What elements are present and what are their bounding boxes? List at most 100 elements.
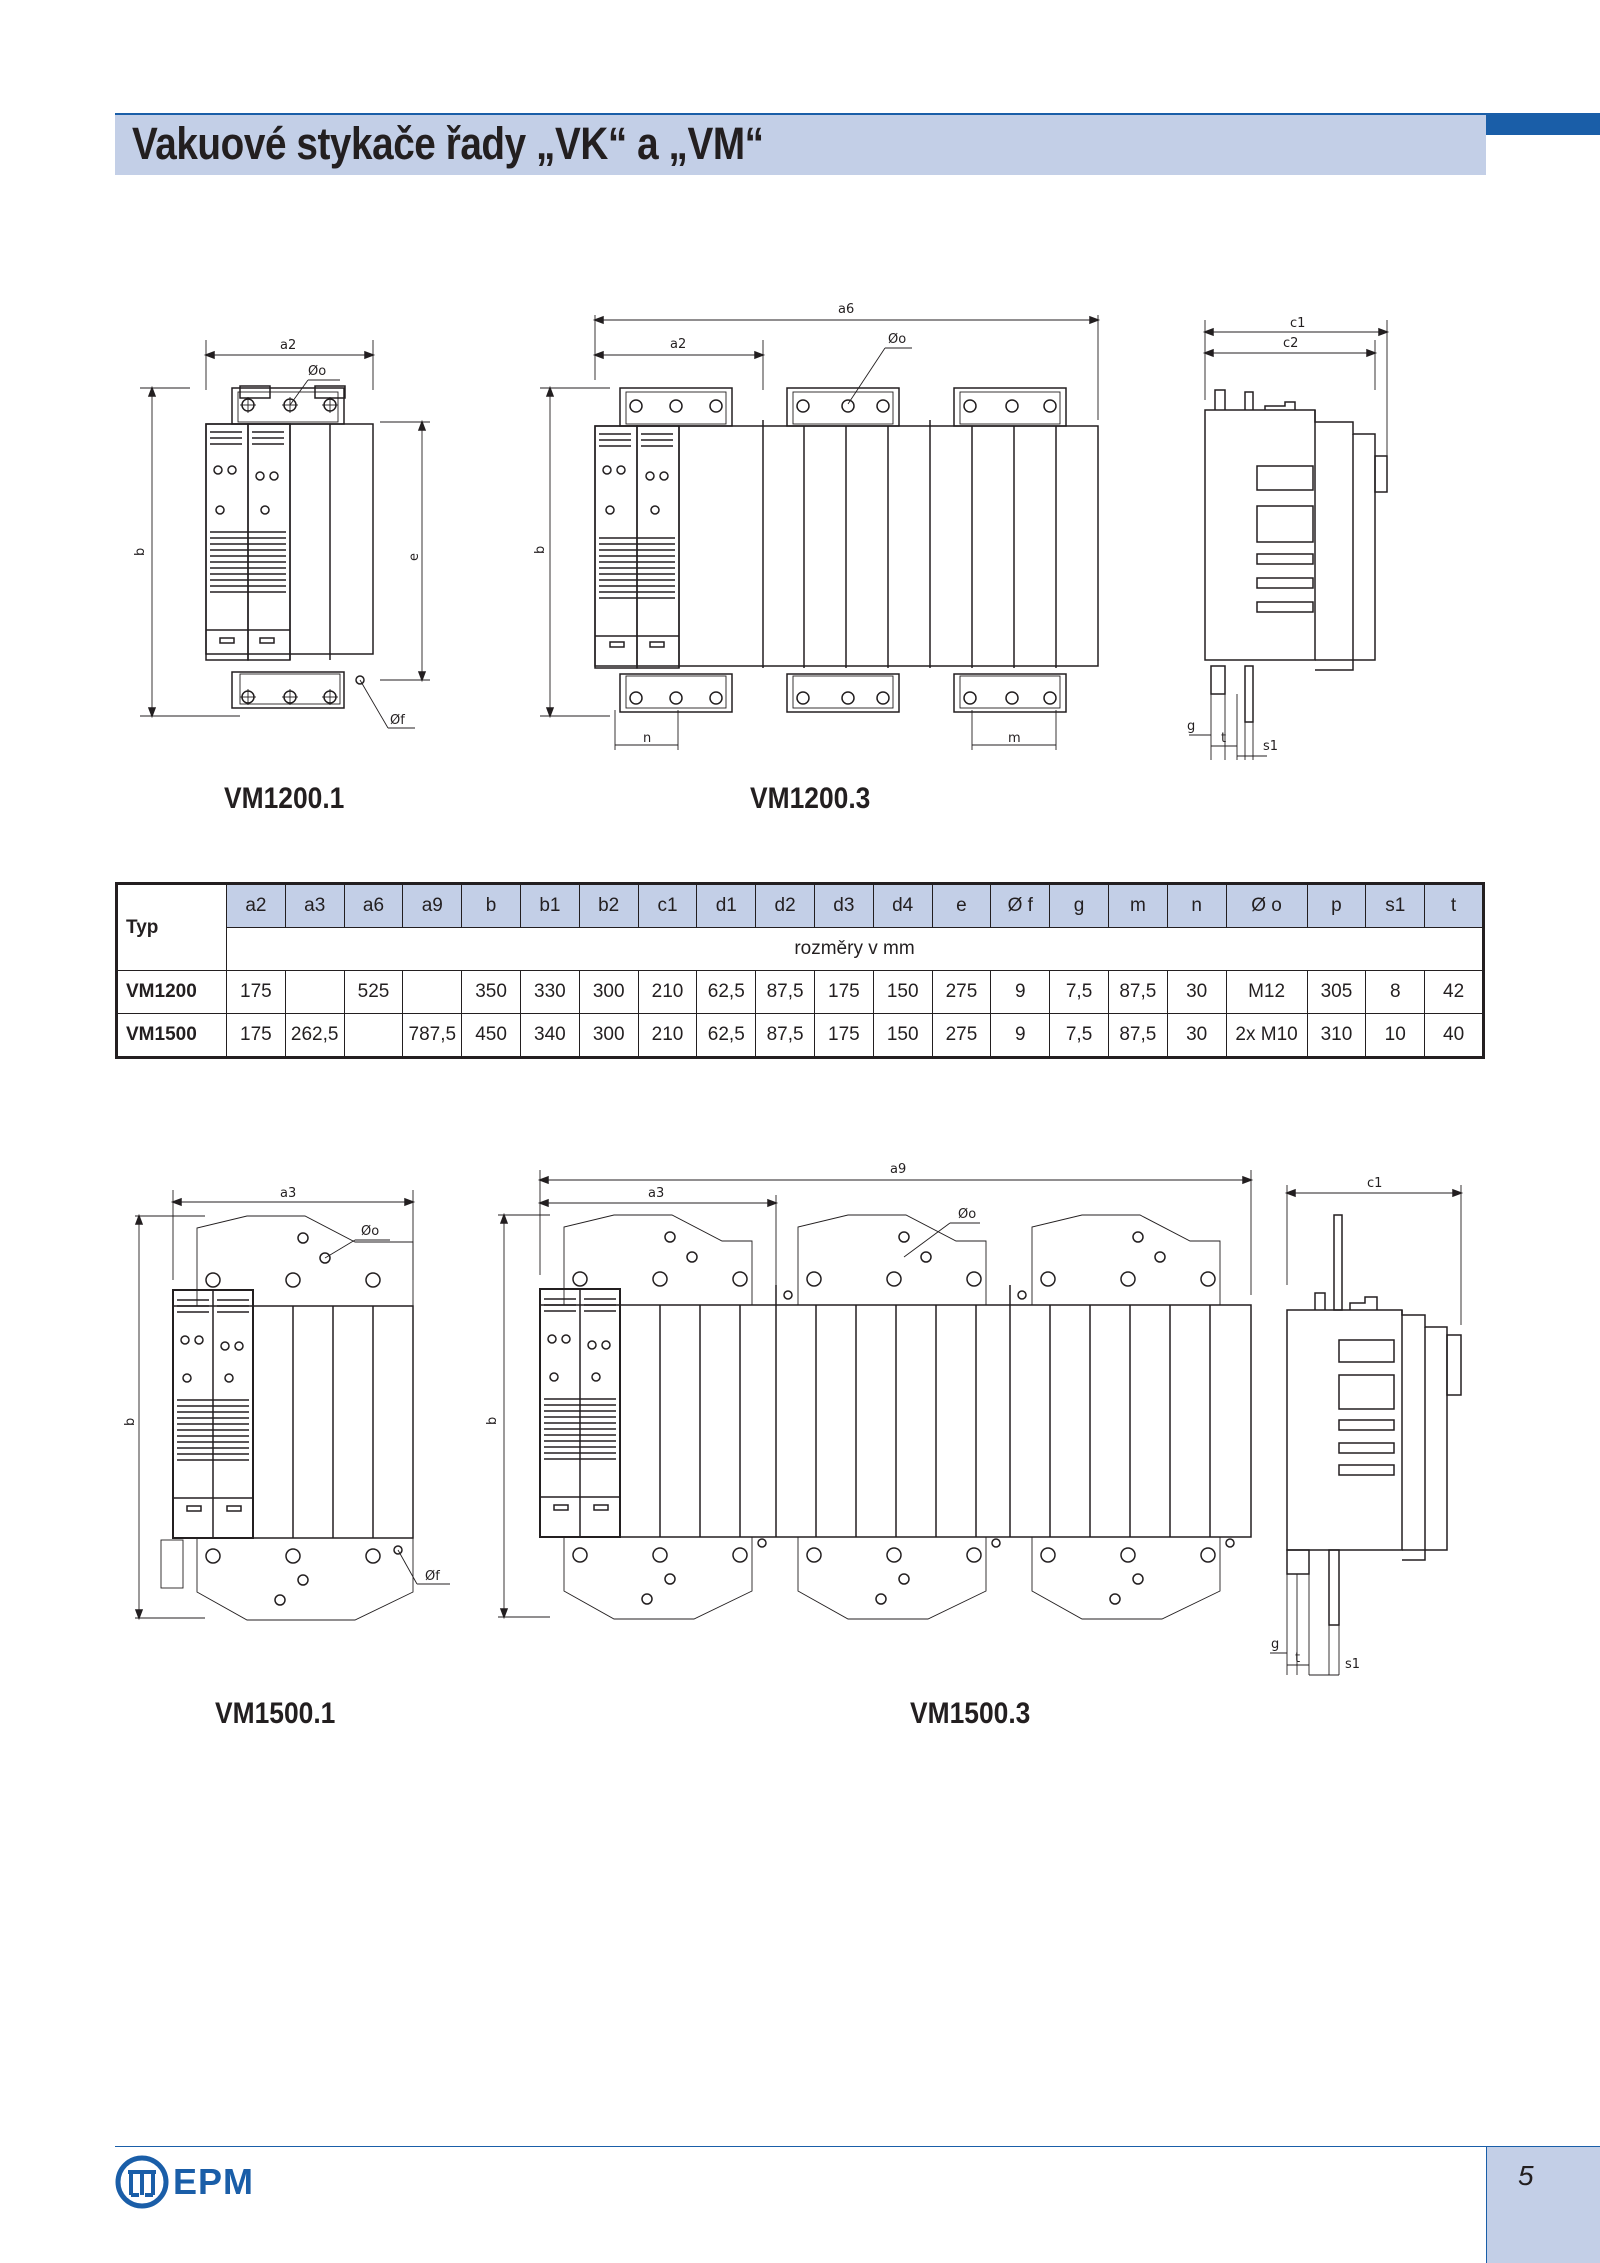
dim-t-label-1500: t: [1295, 1651, 1300, 1666]
table-cell: 87,5: [755, 970, 815, 1014]
footer-rule: [115, 2146, 1486, 2147]
page-title: Vakuové stykače řady „VK“ a „VM“: [132, 118, 764, 169]
table-cell: 30: [1166, 970, 1227, 1014]
dim-m-label: m: [1008, 731, 1021, 746]
vm1200-side-drawing: c1 c2 g t s1: [1187, 316, 1390, 760]
dim-a3-label: a3: [280, 1186, 296, 1201]
table-cell: 9: [990, 970, 1051, 1014]
vm1500-side-drawing: c1 g t s1: [1270, 1176, 1464, 1676]
table-cell: 310: [1306, 1013, 1367, 1058]
vm1500-1-drawing: a3 b Øo Øf: [123, 1186, 450, 1621]
dim-b-label-1500: b: [123, 1418, 138, 1426]
dim-c2-label: c2: [1283, 336, 1298, 351]
table-cell: 7,5: [1049, 970, 1109, 1014]
table-cell: 275: [931, 1013, 992, 1058]
table-cell: 305: [1306, 970, 1367, 1014]
table-cell: 87,5: [1107, 1013, 1168, 1058]
dim-e-label: e: [407, 553, 422, 561]
row-name: VM1200: [116, 970, 227, 1014]
unit-row: rozměry v mm: [117, 927, 1484, 971]
table-cell: 787,5: [402, 1013, 463, 1058]
row-name: VM1500: [116, 1013, 227, 1058]
title-band: [115, 113, 1486, 175]
dim-b-label: b: [133, 548, 148, 556]
table-cell: 87,5: [1107, 970, 1168, 1014]
table-cell: 210: [637, 970, 698, 1014]
table-cell: 175: [226, 970, 286, 1014]
dim-f-label: Øf: [390, 713, 405, 728]
dim-f-label-1500: Øf: [425, 1569, 440, 1584]
col-header: c1: [637, 883, 698, 928]
table-header-row: Typ a2 a3 a6 a9 b b1 b2 c1 d1 d2 d3 d4 e…: [116, 883, 1484, 971]
table-cell: 30: [1166, 1013, 1227, 1058]
col-header: a6: [343, 883, 404, 928]
table-cell: 450: [461, 1013, 521, 1058]
dimensions-table: Typ a2 a3 a6 a9 b b1 b2 c1 d1 d2 d3 d4 e…: [115, 882, 1485, 1059]
logo-text: EPM: [173, 2161, 255, 2202]
table-cell: 175: [226, 1013, 286, 1058]
table-cell: 300: [578, 1013, 639, 1058]
epm-logo-mark-icon: [115, 2155, 169, 2209]
page-number: 5: [1518, 2160, 1534, 2191]
dim-s1-label: s1: [1263, 739, 1278, 754]
unit-cell: rozměry v mm: [226, 927, 1484, 971]
col-header: g: [1049, 883, 1109, 928]
col-header: d4: [872, 883, 933, 928]
dim-c1-label-1500: c1: [1367, 1176, 1382, 1191]
table-cell: 330: [519, 970, 580, 1014]
table-cell: M12: [1225, 970, 1308, 1014]
dim-o-label-1500-3: Øo: [958, 1207, 976, 1222]
dim-g-label-1500: g: [1271, 1637, 1279, 1652]
table-cell: 7,5: [1049, 1013, 1109, 1058]
title-accent-bar: [1486, 113, 1600, 135]
dim-n-label: n: [643, 731, 651, 746]
dim-a2-label-3: a2: [670, 337, 686, 352]
col-header: n: [1166, 883, 1227, 928]
table-cell: [402, 970, 463, 1014]
table-cell: 2x M10: [1225, 1013, 1308, 1058]
table-cell: 175: [813, 970, 874, 1014]
model-label-vm1500-1: VM1500.1: [215, 1697, 336, 1730]
table-cell: 262,5: [284, 1013, 345, 1058]
table-cell: 150: [872, 970, 933, 1014]
vm1200-1-drawing: a2 b e Øo Øf: [133, 338, 430, 729]
table-cell: 87,5: [755, 1013, 815, 1058]
col-header: Ø f: [990, 883, 1051, 928]
col-header: p: [1306, 883, 1367, 928]
dim-g-label: g: [1187, 719, 1195, 734]
dim-a2-label: a2: [280, 338, 296, 353]
col-header: b2: [578, 883, 639, 928]
model-label-vm1200-1: VM1200.1: [224, 782, 345, 815]
dim-c1-label: c1: [1290, 316, 1305, 331]
table-cell: 350: [461, 970, 521, 1014]
dim-o-label-1500: Øo: [361, 1224, 379, 1239]
dim-t-label: t: [1221, 731, 1226, 746]
vm1500-3-drawing: a9 a3 b Øo: [485, 1162, 1254, 1620]
table-cell: 10: [1365, 1013, 1426, 1058]
col-header: d1: [696, 883, 757, 928]
table-cell: 62,5: [696, 970, 757, 1014]
col-header: b: [461, 883, 521, 928]
dim-o-label: Øo: [308, 364, 326, 379]
dim-o-label-3: Øo: [888, 332, 906, 347]
dim-a9-label: a9: [890, 1162, 906, 1177]
table-cell: 210: [637, 1013, 698, 1058]
dim-b-label-3: b: [533, 546, 548, 554]
col-header: e: [931, 883, 992, 928]
footer-page-box: [1486, 2146, 1600, 2263]
col-header: m: [1107, 883, 1168, 928]
col-header: d3: [813, 883, 874, 928]
col-header: t: [1424, 883, 1484, 928]
col-header: a2: [226, 883, 286, 928]
table-row: VM1500 175 262,5 787,5 450 340 300 210 6…: [116, 1013, 1484, 1058]
table-cell: 40: [1424, 1013, 1484, 1058]
table-cell: 9: [990, 1013, 1051, 1058]
model-label-vm1500-3: VM1500.3: [910, 1697, 1031, 1730]
table-cell: 42: [1424, 970, 1484, 1014]
table-row: VM1200 175 525 350 330 300 210 62,5 87,5…: [116, 970, 1484, 1014]
table-cell: 525: [343, 970, 404, 1014]
epm-logo: EPM: [115, 2155, 255, 2209]
dim-a3-label-3: a3: [648, 1186, 664, 1201]
typ-header: Typ: [116, 883, 227, 971]
col-header: Ø o: [1225, 883, 1308, 928]
